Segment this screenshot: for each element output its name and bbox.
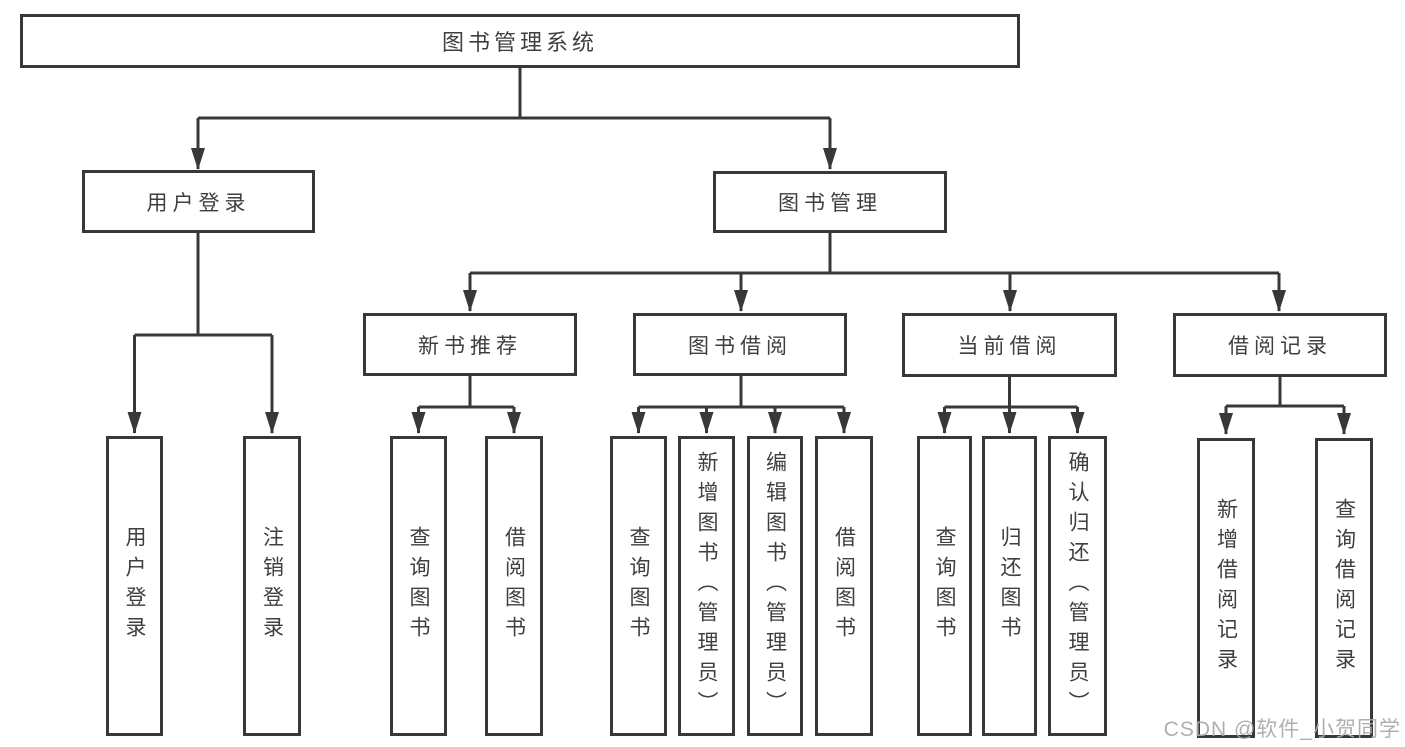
leaf-label: 查询图书 [933,526,956,646]
leaf-borrow-books: 借阅图书 [485,436,543,736]
leaf-add-books-admin: 新增图书（管理员） [678,436,735,736]
leaf-label: 确认归还（管理员） [1066,451,1089,721]
leaf-label: 新增借阅记录 [1214,498,1238,678]
leaf-confirm-return-admin: 确认归还（管理员） [1048,436,1107,736]
leaf-label: 查询借阅记录 [1332,498,1356,678]
leaf-label: 查询图书 [407,526,430,646]
tree-branches [127,68,1351,435]
leaf-logout: 注销登录 [243,436,301,736]
leaf-query-books: 查询图书 [917,436,972,736]
node-book-management: 图书管理 [713,171,947,233]
csdn-watermark: CSDN @软件_小贺同学 [1163,718,1401,741]
leaf-query-books: 查询图书 [610,436,667,736]
node-label: 图书管理 [778,192,882,215]
leaf-user-login: 用户登录 [106,436,163,736]
node-book-management-system: 图书管理系统 [20,14,1020,68]
leaf-label: 查询图书 [627,526,650,646]
leaf-borrow-books: 借阅图书 [815,436,873,736]
node-book-borrowing: 图书借阅 [633,313,847,376]
node-borrowing-records: 借阅记录 [1173,313,1387,377]
leaf-label: 借阅图书 [502,526,526,646]
leaf-label: 新增图书（管理员） [695,451,718,721]
node-new-book-recommendation: 新书推荐 [363,313,577,376]
node-label: 借阅记录 [1228,335,1332,358]
node-label: 图书管理系统 [441,30,598,55]
leaf-query-books: 查询图书 [390,436,447,736]
node-label: 图书借阅 [688,334,792,358]
leaf-label: 注销登录 [260,526,284,646]
leaf-return-books: 归还图书 [982,436,1037,736]
node-label: 当前借阅 [957,335,1062,358]
leaf-label: 编辑图书（管理员） [763,451,787,721]
node-label: 新书推荐 [418,334,522,358]
leaf-label: 用户登录 [123,526,146,646]
leaf-label: 借阅图书 [832,526,856,646]
leaf-query-borrow-record: 查询借阅记录 [1315,438,1373,738]
leaf-label: 归还图书 [998,526,1021,646]
node-user-login: 用户登录 [82,170,315,233]
node-current-borrowing: 当前借阅 [902,313,1117,377]
leaf-add-borrow-record: 新增借阅记录 [1197,438,1255,738]
leaf-edit-books-admin: 编辑图书（管理员） [747,436,803,736]
node-label: 用户登录 [146,191,251,215]
